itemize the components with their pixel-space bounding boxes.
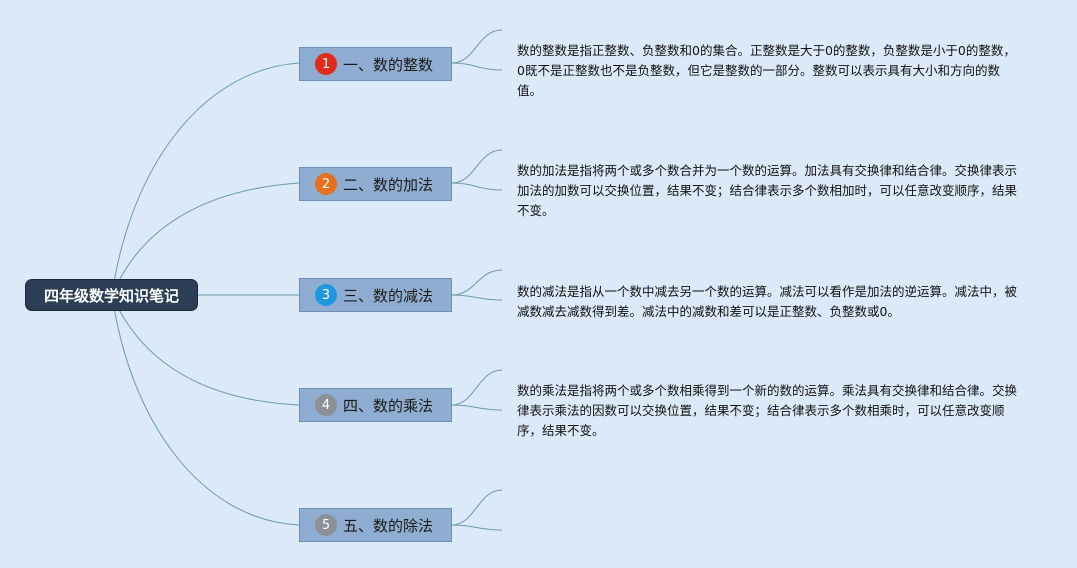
priority-5-marker-icon: 5 [315, 514, 337, 536]
note-text-4: 数的乘法是指将两个或多个数相乘得到一个新的数的运算。乘法具有交换律和结合律。交换… [517, 383, 1018, 438]
branch-topic-1[interactable]: 1 一、数的整数 [299, 47, 452, 81]
connector-fork-4-bottom [451, 404, 503, 411]
branch-topic-2[interactable]: 2 二、数的加法 [299, 167, 452, 201]
branch-topic-label: 二、数的加法 [343, 175, 434, 194]
connector-fork-2-bottom [451, 182, 503, 191]
connector-fork-4-top [451, 369, 503, 406]
connector-fork-5-top [451, 489, 503, 526]
connector-root-branch-5 [111, 294, 300, 526]
branch-topic-3[interactable]: 3 三、数的减法 [299, 278, 452, 312]
connector-fork-1-top [451, 29, 503, 64]
connector-root-branch-1 [111, 62, 300, 296]
branch-topic-5[interactable]: 5 五、数的除法 [299, 508, 452, 542]
connector-root-branch-4 [111, 294, 300, 406]
branch-topic-4[interactable]: 4 四、数的乘法 [299, 388, 452, 422]
root-topic[interactable]: 四年级数学知识笔记 [25, 279, 198, 311]
connector-fork-2-top [451, 149, 503, 184]
note-text-1: 数的整数是指正整数、负整数和0的集合。正整数是大于0的整数，负整数是小于0的整数… [517, 43, 1016, 98]
root-topic-label: 四年级数学知识笔记 [43, 286, 179, 305]
note-text-3: 数的减法是指从一个数中减去另一个数的运算。减法可以看作是加法的逆运算。减法中，被… [517, 284, 1018, 319]
connector-fork-1-bottom [451, 62, 503, 71]
connector-fork-5-bottom [451, 524, 503, 531]
connector-root-branch-2 [111, 182, 300, 296]
branch-topic-label: 五、数的除法 [343, 516, 434, 535]
note-text-2: 数的加法是指将两个或多个数合并为一个数的运算。加法具有交换律和结合律。交换律表示… [517, 163, 1018, 218]
branch-topic-label: 一、数的整数 [343, 55, 434, 74]
priority-3-marker-icon: 3 [315, 284, 337, 306]
priority-1-marker-icon: 1 [315, 53, 337, 75]
branch-topic-label: 四、数的乘法 [343, 396, 434, 415]
connector-fork-3-bottom [451, 294, 503, 301]
branch-topic-label: 三、数的减法 [343, 286, 434, 305]
priority-2-marker-icon: 2 [315, 173, 337, 195]
connector-fork-3-top [451, 269, 503, 296]
priority-4-marker-icon: 4 [315, 394, 337, 416]
